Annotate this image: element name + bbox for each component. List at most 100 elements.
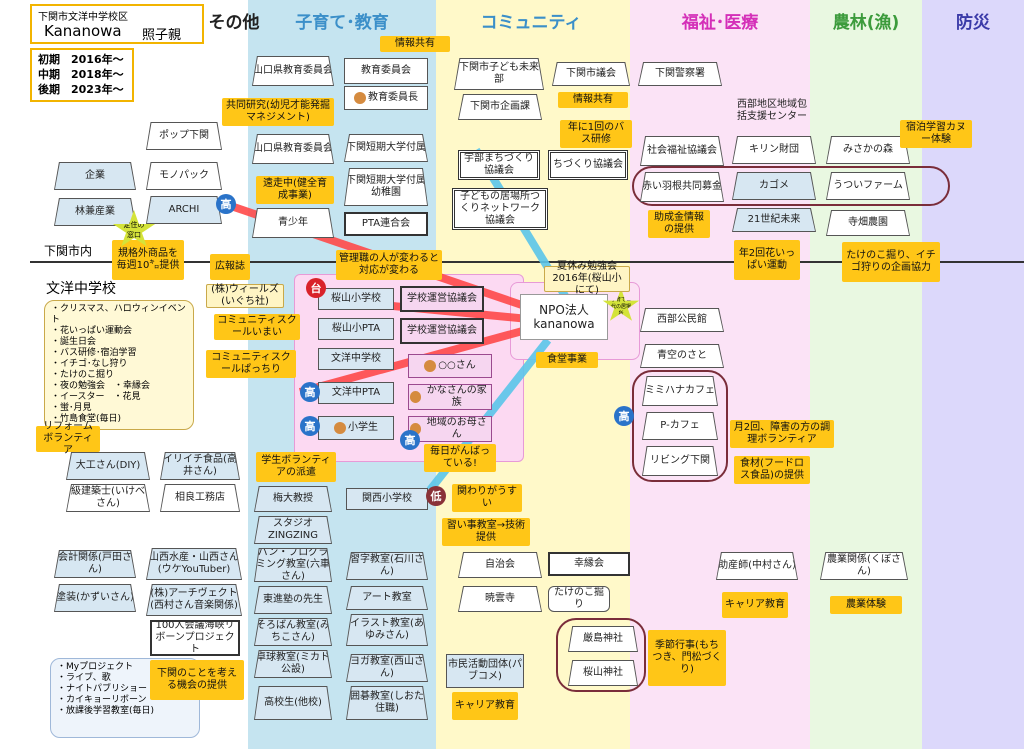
badge-high-archi: 高 bbox=[216, 194, 236, 214]
node-chizukuri: ちづくり協議会 bbox=[548, 150, 628, 180]
node-gyounji: 暁雲寺 bbox=[458, 586, 542, 612]
school-line: 下関市文洋中学校区 bbox=[38, 12, 128, 23]
org-name: Kananowa bbox=[44, 22, 122, 40]
callout-seasonal-events: 季節行事(もちつき、門松づくり) bbox=[648, 630, 726, 686]
node-edu-board-member: 教育委員長 bbox=[344, 86, 428, 110]
callout-bus-training: 年に1回のバス研修 bbox=[560, 120, 632, 148]
node-painter: 塗装(かずいさん) bbox=[54, 584, 136, 612]
node-yoga: ヨガ教室(西山さん) bbox=[346, 654, 428, 682]
callout-grant-info: 助成金情報の提供 bbox=[648, 210, 710, 238]
callout-student-volunteer: 学生ボランティアの派遣 bbox=[256, 452, 336, 482]
callout-fostering: 遠走中(健全育成事業) bbox=[256, 176, 334, 204]
person-icon bbox=[354, 92, 366, 104]
node-aiko-store: 相良工務店 bbox=[160, 484, 240, 512]
callout-reform-volunteer: リフォームボランティア bbox=[36, 421, 100, 456]
node-city-council: 下関市議会 bbox=[552, 62, 630, 86]
node-company: 企業 bbox=[54, 162, 136, 190]
callout-career-edu-1: キャリア教育 bbox=[722, 592, 788, 618]
badge-high-local: 高 bbox=[400, 430, 420, 450]
bottom-list-item: ・放課後学習教室(毎日) bbox=[57, 706, 155, 716]
person-icon bbox=[424, 360, 437, 372]
node-agri-related: 農業関係(くぼさん) bbox=[820, 552, 908, 580]
node-go-class: 囲碁教室(しおた住職) bbox=[346, 686, 428, 720]
node-jichikai: 自治会 bbox=[458, 552, 542, 578]
node-takkyu: 卓球教室(ミカド公設) bbox=[254, 650, 332, 678]
node-west-support: 西部地区地域包括支援センター bbox=[737, 99, 807, 122]
badge-mid: 台 bbox=[306, 278, 326, 298]
node-yamanishi: 山西水産・山西さん(ウケYouTuber) bbox=[146, 548, 242, 580]
node-police: 下関警察署 bbox=[638, 62, 722, 86]
bottom-list-item: ・Myプロジェクト bbox=[57, 662, 134, 672]
event-item: ・誕生日会 bbox=[51, 337, 97, 347]
node-utsui-farm: うついファーム bbox=[826, 172, 910, 200]
node-elem-student: 小学生 bbox=[318, 416, 394, 440]
bottom-list-item: ・カイキョーリボーン bbox=[57, 695, 147, 705]
badge-high-cafe: 高 bbox=[614, 406, 634, 426]
period-mid: 中期 2018年〜 bbox=[38, 68, 124, 81]
node-pta-union: PTA連合会 bbox=[344, 212, 428, 236]
callout-cafeteria: 食堂事業 bbox=[536, 352, 598, 368]
node-junior-college-kinder: 下関短期大学付属幼稚園 bbox=[344, 168, 428, 206]
node-center: NPO法人 kananowa bbox=[520, 294, 608, 340]
callout-farm-experience: 農業体験 bbox=[830, 596, 902, 614]
node-daikusan: 大工さん(DIY) bbox=[66, 452, 150, 480]
node-red-feather: 赤い羽根共同募金 bbox=[640, 172, 724, 202]
event-item: ・たけのこ掘り bbox=[51, 370, 115, 380]
heading-other: その他 bbox=[208, 13, 260, 33]
period-early: 初期 2016年〜 bbox=[38, 53, 124, 66]
callout-camp: 宿泊学習カヌー体験 bbox=[900, 120, 972, 148]
label-shimonoseki-in: 下関市内 bbox=[44, 244, 93, 258]
node-ube-machi: 宇部まちづくり協議会 bbox=[458, 150, 540, 180]
person-icon bbox=[334, 422, 346, 434]
node-illust: イラスト教室(あゆみさん) bbox=[346, 614, 428, 646]
node-soroban: そろばん教室(みちこさん) bbox=[254, 618, 332, 646]
node-accounting: 会計関係(戸田さん) bbox=[54, 550, 136, 578]
node-kagome: カゴメ bbox=[732, 172, 816, 200]
node-midwife: 助産師(中村さん) bbox=[716, 552, 798, 580]
heading-welfare: 福祉･医療 bbox=[681, 13, 759, 33]
heading-community: コミュニティ bbox=[480, 13, 582, 33]
node-forestry: 林兼産業 bbox=[54, 198, 136, 226]
node-west-hall: 西部公民館 bbox=[640, 308, 724, 332]
callout-manager-change: 管理職の人が変わると対応が変わる bbox=[336, 250, 442, 280]
regular-window-text: 定住の窓口 bbox=[123, 221, 145, 239]
callout-summer-study: 夏休み勉強会2016年(桜山小にて) bbox=[544, 261, 630, 296]
node-bunyo-school: 文洋中学校 bbox=[318, 348, 394, 370]
person-icon bbox=[410, 391, 422, 403]
node-studio: スタジオZINGZING bbox=[254, 516, 332, 544]
node-p-cafe: P-カフェ bbox=[642, 412, 718, 440]
node-edu-board: 教育委員会 bbox=[344, 58, 428, 84]
callout-low-involvement: 関わりがうすい bbox=[452, 484, 522, 512]
node-miminaha-cafe: ミミハナカフェ bbox=[642, 376, 718, 406]
node-century21: 21世紀未来 bbox=[732, 208, 816, 232]
node-yamaguchi-edu-board: 山口県教育委員会 bbox=[252, 56, 334, 86]
callout-career-edu-2: キャリア教育 bbox=[452, 692, 518, 720]
node-umedai-prof: 梅大教授 bbox=[254, 486, 332, 512]
node-kaikyo-reborn: 100人会議海峡リボーンプロジェクト bbox=[150, 620, 240, 656]
bottom-list-item: ・ナイトパブリショー bbox=[57, 684, 148, 694]
node-takenoko: たけのこ掘り bbox=[548, 586, 610, 612]
callout-flower-event: 年2回花いっぱい運動 bbox=[734, 240, 800, 280]
callout-joint-research: 共同研究(幼児才能発掘マネジメント) bbox=[222, 98, 334, 126]
node-bunyo-pta: 文洋中PTA bbox=[318, 382, 394, 404]
band-disaster bbox=[922, 0, 1024, 749]
callout-wheels: (株)ウィールズ(いぐち社) bbox=[206, 284, 284, 308]
node-person-a: ○○さん bbox=[408, 354, 492, 378]
node-itsukushima: 厳島神社 bbox=[568, 626, 638, 652]
event-item: ・花いっぱい運動会 bbox=[51, 326, 133, 336]
event-item: ・夜の勉強会 ・幸縁会 bbox=[51, 381, 151, 391]
person-icon bbox=[410, 423, 422, 435]
org-title-box: 下関市文洋中学校区 Kananowa 照子親 bbox=[30, 4, 204, 44]
badge-high-student: 高 bbox=[300, 416, 320, 436]
funding-group-oval bbox=[632, 166, 950, 206]
callout-bamboo-berry: たけのこ掘り、イチゴ狩りの企画協力 bbox=[842, 242, 940, 282]
node-kanasan-family: かなさんの家族 bbox=[408, 384, 492, 410]
event-item: ・イースター ・花見 bbox=[51, 392, 141, 402]
event-item: ・イチゴ･なし狩り bbox=[51, 359, 128, 369]
callout-info-share-1: 情報共有 bbox=[380, 36, 450, 52]
badge-low: 低 bbox=[426, 486, 446, 506]
node-misaka-forest: みさかの森 bbox=[826, 136, 910, 164]
node-yamaguchi-edu-board2: 山口県教育委員会 bbox=[252, 134, 334, 164]
callout-odd-goods: 規格外商品を毎週10㌔提供 bbox=[112, 240, 184, 280]
node-sakurayama-pta: 桜山小PTA bbox=[318, 318, 394, 340]
